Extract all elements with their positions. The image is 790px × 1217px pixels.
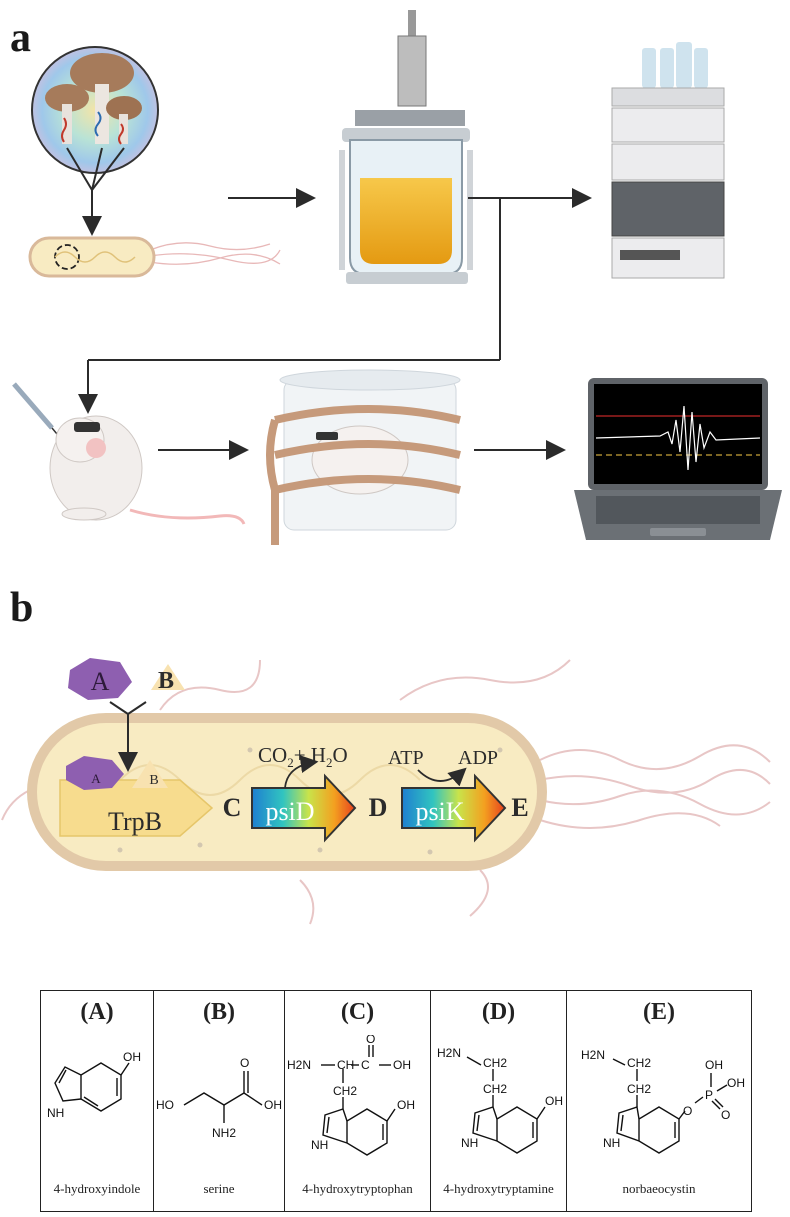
norbaeocystin-structure: H2N CH2 CH2 O P OH OH O NH bbox=[581, 1048, 745, 1154]
svg-text:O: O bbox=[683, 1104, 692, 1118]
mouse-injection-icon bbox=[12, 382, 246, 525]
molecule-cell-d: (D) H2N CH2 CH2 OH NH 4-hydroxytry bbox=[430, 990, 567, 1212]
svg-text:O: O bbox=[240, 1056, 249, 1070]
product-e-label: E bbox=[511, 793, 528, 822]
svg-text:H2N: H2N bbox=[437, 1046, 461, 1060]
svg-text:OH: OH bbox=[123, 1050, 141, 1064]
psid-enzyme: psiD bbox=[251, 773, 357, 843]
ecoli-cell-icon bbox=[28, 236, 281, 278]
molecule-cell-b: (B) HO O OH NH2 serine bbox=[153, 990, 285, 1212]
4-hydroxytryptamine-structure: H2N CH2 CH2 OH NH bbox=[437, 1046, 563, 1154]
atp-label: ATP bbox=[388, 747, 424, 769]
svg-text:OH: OH bbox=[727, 1076, 745, 1090]
product-c-label: C bbox=[223, 793, 242, 822]
molecule-d-heading: (D) bbox=[481, 999, 516, 1025]
svg-text:CH2: CH2 bbox=[483, 1056, 507, 1070]
hplc-instrument-icon bbox=[611, 42, 725, 279]
laptop-eeg-icon bbox=[574, 378, 782, 540]
svg-text:CH: CH bbox=[337, 1058, 354, 1072]
panel-a-label: a bbox=[10, 15, 31, 61]
workflow-illustration bbox=[12, 10, 782, 545]
4-hydroxytryptophan-structure: H2N CH C O OH CH2 OH NH bbox=[287, 1035, 415, 1156]
psik-enzyme: psiK bbox=[401, 773, 507, 843]
svg-text:O: O bbox=[366, 1035, 375, 1046]
svg-text:A: A bbox=[91, 771, 101, 786]
molecule-e-name: norbaeocystin bbox=[622, 1181, 696, 1196]
serine-structure: HO O OH NH2 bbox=[156, 1056, 282, 1140]
svg-text:CH2: CH2 bbox=[627, 1056, 651, 1070]
substrate-b-icon: B bbox=[151, 664, 185, 694]
atp-adp-arrow bbox=[417, 767, 467, 787]
svg-text:NH: NH bbox=[461, 1136, 478, 1150]
svg-text:NH: NH bbox=[603, 1136, 620, 1150]
flagella-icon bbox=[1, 659, 771, 925]
biosynthesis-pathway-diagram: A B A B TrpB C psiD CO2+ H2O D psiK ATP … bbox=[1, 658, 771, 925]
panel-b-label: b bbox=[10, 585, 34, 631]
co2-release-arrow bbox=[284, 755, 319, 789]
svg-text:OH: OH bbox=[545, 1094, 563, 1108]
svg-text:OH: OH bbox=[264, 1098, 282, 1112]
svg-text:C: C bbox=[361, 1058, 370, 1072]
gene-transfer-lines bbox=[66, 147, 125, 236]
svg-text:H2N: H2N bbox=[581, 1048, 605, 1062]
adp-label: ADP bbox=[458, 747, 498, 769]
substrate-a-icon: A bbox=[68, 658, 132, 700]
molecule-b-name: serine bbox=[203, 1181, 235, 1196]
molecule-cell-e: (E) H2N CH2 bbox=[566, 990, 752, 1212]
molecule-cell-a: (A) OH NH 4-hydroxyindole bbox=[40, 990, 154, 1212]
fork-connector bbox=[78, 188, 592, 414]
molecule-a-name: 4-hydroxyindole bbox=[53, 1181, 141, 1196]
molecule-table: (A) OH NH 4-hydroxyindole (B) bbox=[40, 990, 752, 1212]
molecule-cell-c: (C) H2N CH C bbox=[284, 990, 431, 1212]
svg-text:NH: NH bbox=[311, 1138, 328, 1152]
molecule-c-name: 4-hydroxytryptophan bbox=[302, 1181, 413, 1196]
coil-chamber-icon bbox=[266, 369, 461, 545]
svg-text:A: A bbox=[91, 667, 110, 696]
molecule-e-heading: (E) bbox=[643, 999, 675, 1025]
svg-text:B: B bbox=[149, 773, 158, 788]
byproduct-label: CO2+ H2O bbox=[258, 743, 348, 770]
svg-text:psiK: psiK bbox=[415, 797, 464, 826]
svg-text:CH2: CH2 bbox=[483, 1082, 507, 1096]
svg-text:B: B bbox=[158, 668, 174, 694]
svg-text:NH: NH bbox=[47, 1106, 64, 1120]
mushroom-source-icon bbox=[31, 46, 159, 174]
molecule-d-name: 4-hydroxytryptamine bbox=[443, 1181, 554, 1196]
substrate-convergence-arrow bbox=[109, 701, 147, 772]
trpb-enzyme: A B TrpB bbox=[59, 756, 214, 837]
product-d-label: D bbox=[369, 793, 388, 822]
svg-text:OH: OH bbox=[393, 1058, 411, 1072]
molecule-b-heading: (B) bbox=[203, 999, 235, 1025]
svg-text:NH2: NH2 bbox=[212, 1126, 236, 1140]
svg-text:CH2: CH2 bbox=[333, 1084, 357, 1098]
svg-text:OH: OH bbox=[705, 1058, 723, 1072]
molecule-a-heading: (A) bbox=[80, 999, 114, 1025]
svg-text:H2N: H2N bbox=[287, 1058, 311, 1072]
svg-text:CH2: CH2 bbox=[627, 1082, 651, 1096]
svg-text:HO: HO bbox=[156, 1098, 174, 1112]
4-hydroxyindole-structure: OH NH bbox=[47, 1050, 141, 1120]
svg-text:OH: OH bbox=[397, 1098, 415, 1112]
svg-text:O: O bbox=[721, 1108, 730, 1122]
svg-text:psiD: psiD bbox=[265, 797, 314, 826]
molecule-c-heading: (C) bbox=[340, 999, 375, 1025]
svg-text:P: P bbox=[705, 1088, 713, 1102]
bioreactor-icon bbox=[339, 10, 473, 284]
svg-text:TrpB: TrpB bbox=[108, 807, 162, 836]
